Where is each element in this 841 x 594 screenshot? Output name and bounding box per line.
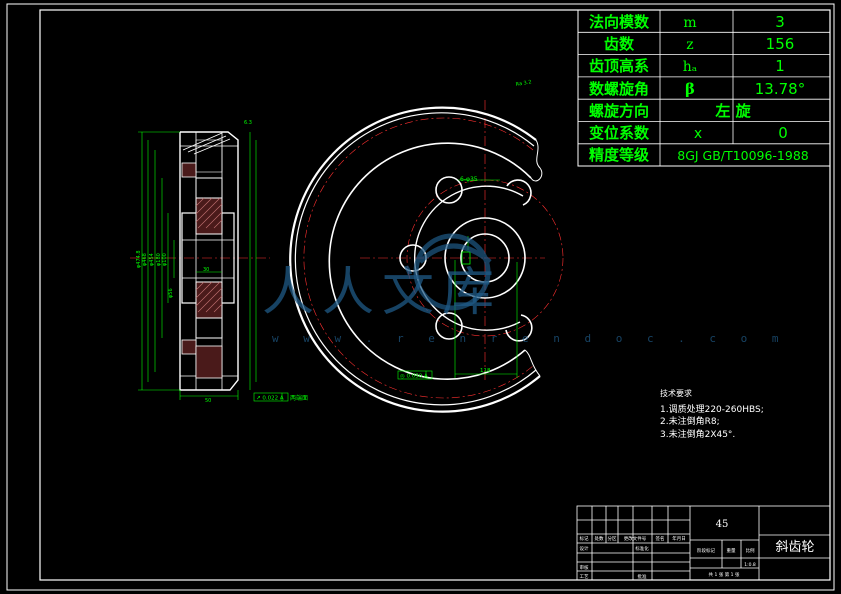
param-value-5: 0 <box>778 124 788 142</box>
hole-top-left <box>435 176 463 204</box>
watermark-logo <box>413 233 492 311</box>
front-view: 118 6-φ35 Ra 3.2 ◎ 0.050 A <box>289 79 564 413</box>
dim-118: 118 <box>480 368 491 374</box>
param-symbol-6: 8GJ GB/T10096-1988 <box>677 148 809 163</box>
param-name-2: 齿顶高系 <box>589 57 649 75</box>
title-sheets: 共 1 张 第 1 张 <box>709 571 740 578</box>
stage-cell-2: 比例 <box>746 547 755 554</box>
side-dim-4: φ180 <box>156 253 162 266</box>
outer-frame <box>6 3 835 591</box>
front-tolerance-frame: ◎ 0.050 A <box>397 370 433 380</box>
svg-text:◎ 0.050 A: ◎ 0.050 A <box>400 374 428 380</box>
param-name-1: 齿数 <box>604 35 635 53</box>
side-view: φ474.8 φ468 φ454 φ100 φ180 φ56 30 50 6.3… <box>130 120 308 404</box>
param-symbol-4: 左 旋 <box>714 102 751 120</box>
stage-cell-0: 阶段标记 <box>697 547 715 554</box>
header-cell-0: 标记 <box>580 535 589 542</box>
hole-bottom-left <box>435 312 463 340</box>
param-name-0: 法向模数 <box>589 13 650 31</box>
material-label: 45 <box>716 519 729 530</box>
param-name-6: 精度等级 <box>589 146 650 164</box>
rim-section-top <box>181 162 197 178</box>
side-dim-bottom: 50 <box>205 398 211 404</box>
holes-note: 6-φ35 <box>460 176 478 183</box>
side-dim-2: φ454 <box>149 253 155 266</box>
side-dim-1: φ468 <box>142 253 148 266</box>
param-symbol-5: x <box>694 126 702 142</box>
param-symbol-3: β <box>685 80 695 98</box>
title-block <box>576 505 831 581</box>
title-block-text: 45 斜齿轮 1:0.8 共 1 张 第 1 张 阶段标记 重量 比例 标记 处… <box>580 519 815 580</box>
roughness-left: 6.3 <box>244 120 252 126</box>
param-name-5: 变位系数 <box>589 124 650 142</box>
gear-outer-arc <box>289 106 541 413</box>
param-symbol-0: m <box>683 15 696 31</box>
role-cell-4: 批准 <box>638 573 647 580</box>
header-cell-4: 签名 <box>656 535 665 542</box>
keyway <box>461 251 471 265</box>
param-name-4: 螺旋方向 <box>589 102 649 120</box>
inner-frame <box>39 9 831 581</box>
watermark-text: 人人文库 <box>262 263 503 323</box>
svg-text:↗ 0.022 A: ↗ 0.022 A <box>256 396 284 402</box>
param-symbol-1: z <box>686 37 693 53</box>
side-dim-hub: 30 <box>203 267 209 273</box>
side-dim-0: φ474.8 <box>136 250 142 268</box>
stage-cell-1: 重量 <box>727 547 736 554</box>
roughness-top: Ra 3.2 <box>515 79 532 88</box>
param-value-0: 3 <box>775 13 785 31</box>
svg-text:两端面: 两端面 <box>290 394 308 402</box>
role-cell-1: 标准化 <box>635 545 649 552</box>
role-cell-0: 设计 <box>580 545 589 552</box>
header-cell-3: 更改文件号 <box>624 535 647 542</box>
header-cell-2: 分区 <box>608 535 617 542</box>
watermark-url: w w w . r e n r e n d o c . c o m <box>272 332 788 345</box>
side-tolerance-frame: ↗ 0.022 A 两端面 <box>253 392 308 402</box>
part-name: 斜齿轮 <box>775 540 814 555</box>
tech-item-2: 3.未注倒角2X45°. <box>660 428 735 440</box>
role-cell-3: 工艺 <box>580 574 589 580</box>
side-dim-3: φ100 <box>162 253 168 266</box>
param-value-1: 156 <box>766 35 795 53</box>
header-cell-5: 年月日 <box>672 535 686 542</box>
param-value-2: 1 <box>775 57 785 75</box>
param-name-3: 数螺旋角 <box>589 80 649 98</box>
param-table: 法向模数 齿数 齿顶高系 数螺旋角 螺旋方向 变位系数 精度等级 m z hₐ … <box>577 9 831 167</box>
side-dim-5: φ56 <box>168 288 174 298</box>
hub-outer <box>444 217 526 299</box>
param-value-3: 13.78° <box>755 80 805 98</box>
tech-item-0: 1.调质处理220-260HBS; <box>660 403 764 415</box>
title-ratio: 1:0.8 <box>744 562 756 568</box>
role-cell-2: 审核 <box>580 564 589 571</box>
param-symbol-2: hₐ <box>683 59 698 75</box>
tech-heading: 技术要求 <box>660 388 692 398</box>
header-cell-1: 处数 <box>595 535 604 542</box>
rim-section-bottom <box>181 339 197 355</box>
tech-item-1: 2.未注倒角R8; <box>660 415 720 427</box>
tech-requirements: 技术要求 1.调质处理220-260HBS; 2.未注倒角R8; 3.未注倒角2… <box>660 388 764 440</box>
